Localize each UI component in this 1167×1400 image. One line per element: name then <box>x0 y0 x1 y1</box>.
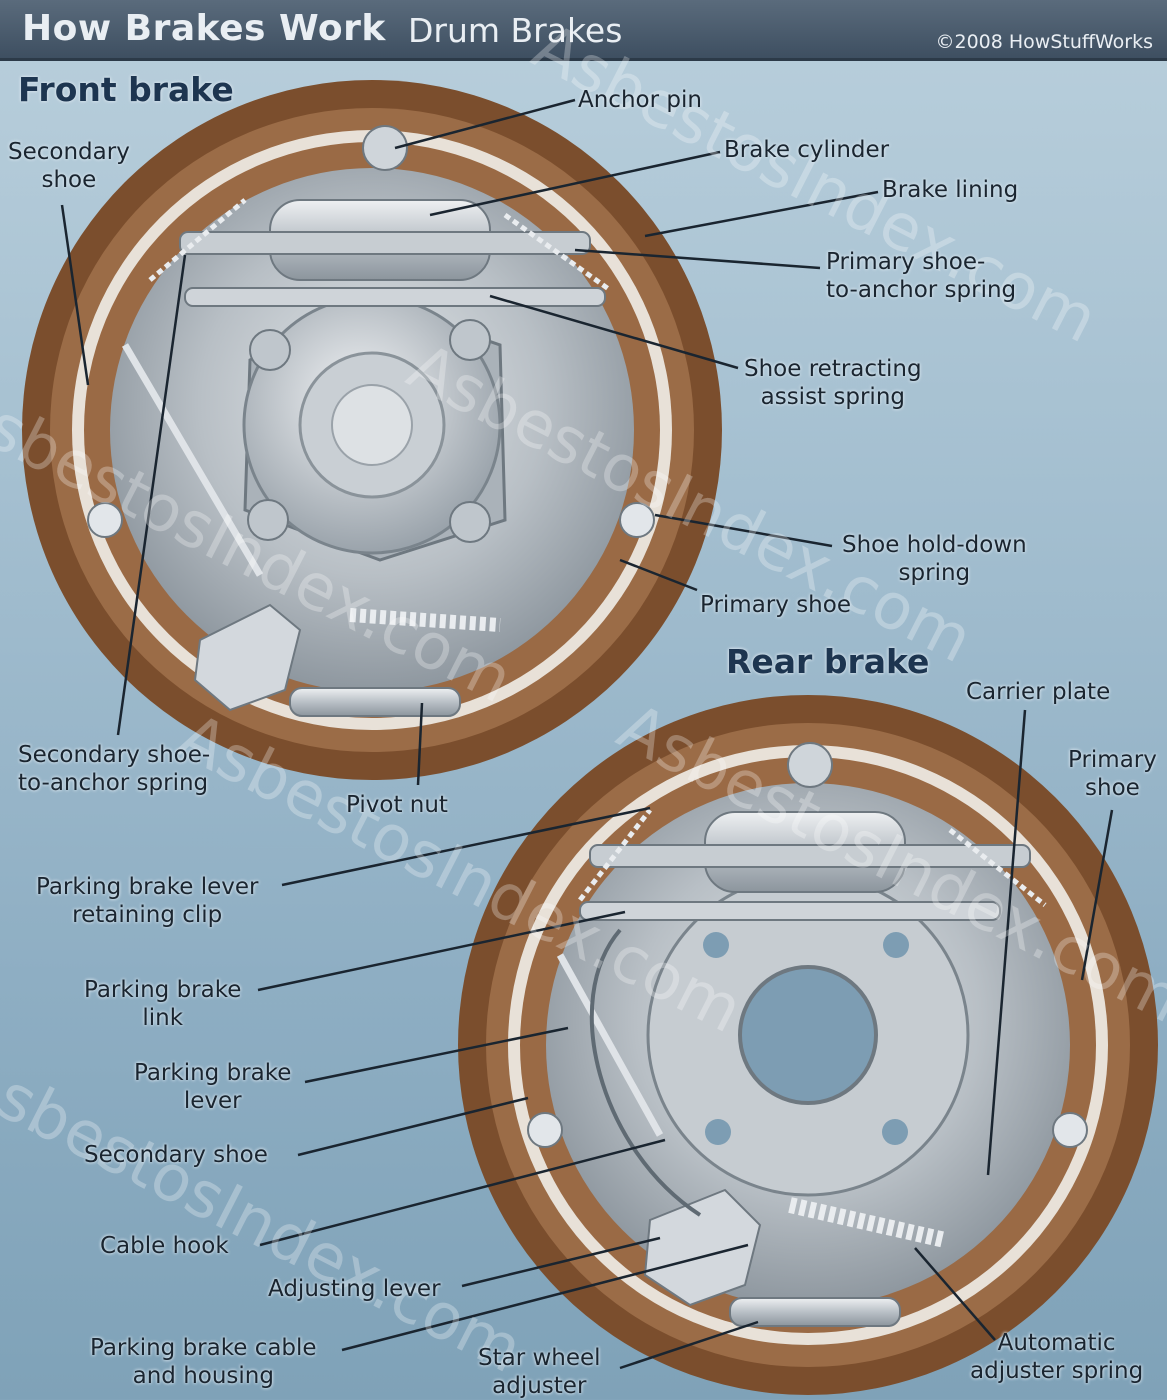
leader-lines <box>60 98 1114 1370</box>
label-secondary-shoe-to-anchor-spring: Secondary shoe- to-anchor spring <box>18 742 211 796</box>
front-brake-assembly <box>22 80 722 780</box>
label-anchor-pin: Anchor pin <box>578 87 702 113</box>
label-star-wheel-adjuster: Star wheel adjuster <box>478 1345 601 1399</box>
label-cable-hook: Cable hook <box>100 1233 229 1259</box>
label-pivot-nut: Pivot nut <box>346 792 448 818</box>
label-brake-cylinder: Brake cylinder <box>724 137 890 163</box>
label-secondary-shoe-front: Secondary shoe <box>8 139 130 193</box>
rear-hub-opening <box>738 965 878 1105</box>
label-parking-brake-lever: Parking brake lever <box>134 1060 292 1114</box>
label-secondary-shoe-rear: Secondary shoe <box>84 1142 268 1168</box>
page-subtitle: Drum Brakes <box>408 11 623 50</box>
front-anchor-pin <box>362 125 408 171</box>
front-retracting-spring-bar <box>184 287 606 307</box>
label-primary-shoe-front: Primary shoe <box>700 592 851 618</box>
label-parking-brake-lever-retaining-clip: Parking brake lever retaining clip <box>36 874 259 928</box>
label-primary-shoe-rear: Primary shoe <box>1068 747 1157 801</box>
label-automatic-adjuster-spring: Automatic adjuster spring <box>970 1330 1144 1384</box>
copyright-notice: ©2008 HowStuffWorks <box>935 31 1154 53</box>
label-primary-shoe-to-anchor-spring: Primary shoe- to-anchor spring <box>826 249 1017 303</box>
label-shoe-hold-down-spring: Shoe hold-down spring <box>842 532 1027 586</box>
rear-brake-title: Rear brake <box>726 642 930 681</box>
page-title: How Brakes Work <box>22 8 386 49</box>
label-shoe-retracting-assist-spring: Shoe retracting assist spring <box>744 356 922 410</box>
front-pivot-nut <box>289 687 461 717</box>
rear-adjusting-lever <box>643 1188 762 1307</box>
front-brake-title: Front brake <box>18 70 234 109</box>
rear-star-wheel-adjuster <box>729 1297 901 1327</box>
label-carrier-plate: Carrier plate <box>966 679 1111 705</box>
label-parking-brake-cable-and-housing: Parking brake cable and housing <box>90 1335 317 1389</box>
label-brake-lining: Brake lining <box>882 177 1019 203</box>
rear-parking-brake-link <box>579 901 1001 921</box>
label-adjusting-lever: Adjusting lever <box>268 1276 441 1302</box>
header-bar: How Brakes Work Drum Brakes ©2008 HowStu… <box>0 0 1167 61</box>
label-parking-brake-link: Parking brake link <box>84 977 242 1031</box>
rear-brake-assembly <box>458 695 1158 1395</box>
